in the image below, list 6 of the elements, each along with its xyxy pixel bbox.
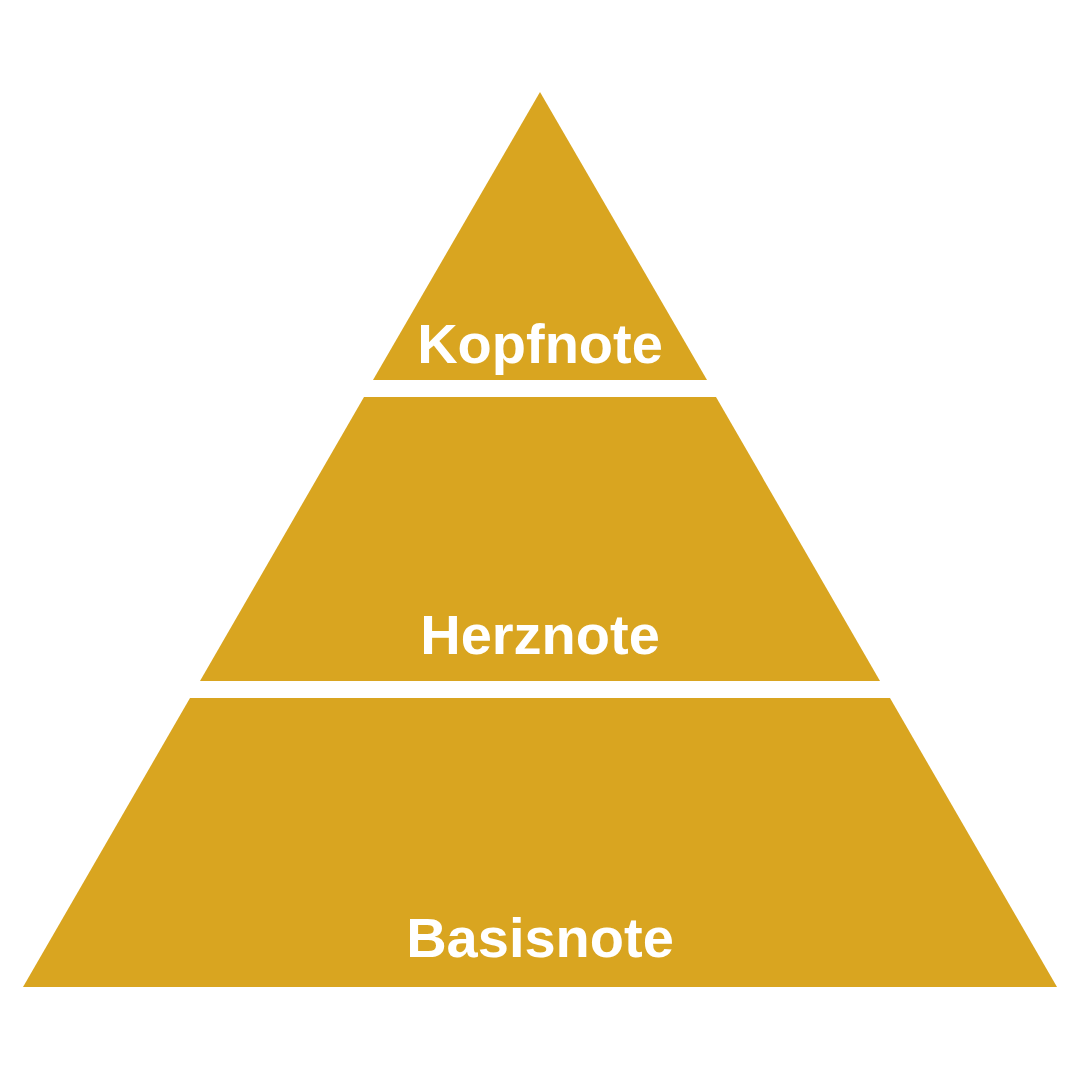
pyramid-tier bbox=[373, 92, 707, 380]
tier-label: Herznote bbox=[420, 603, 660, 667]
tier-label: Basisnote bbox=[406, 906, 674, 970]
pyramid-tier bbox=[23, 698, 1057, 987]
tier-label: Kopfnote bbox=[417, 312, 663, 376]
pyramid-tier bbox=[200, 397, 880, 681]
